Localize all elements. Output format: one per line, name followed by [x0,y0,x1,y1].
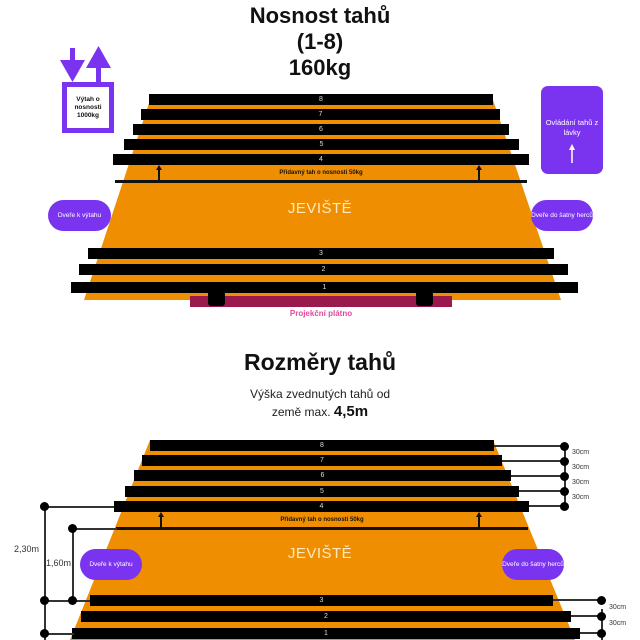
dim-tick [553,599,601,601]
screen-support-left [208,290,225,306]
batten-3-dim: 3 [90,595,553,606]
spacing-label: 30cm [609,604,627,611]
elevator: Výtah o nosnosti 1000kg [58,46,114,134]
batten-8: 8 [149,94,493,105]
batten-6: 6 [133,124,509,135]
subtitle-prefix: země max. [271,405,331,419]
batten-1: 1 [71,282,578,293]
subtitle-line-2: země max. 4,5m [0,403,640,420]
batten-4: 4 [113,154,529,165]
spacing-label: 30cm [572,479,590,486]
door-elevator-button[interactable]: Dveře k výtahu [48,200,111,231]
elevator-arrows-icon [60,46,114,133]
dim-tick [511,475,564,477]
extra-batten-2 [116,527,528,530]
max-height-value: 4,5m [333,403,369,420]
batten-5: 5 [124,139,519,150]
dim-tick-bottom [44,600,90,602]
screen-support-right [416,290,433,306]
dim-line-right-bottom [601,609,603,640]
extra-batten-label-2: Přídavný tah o nosnosti 50kg [280,517,364,523]
batten-8-dim: 8 [150,440,494,451]
dim-dot [597,596,606,605]
dim-dot [560,442,569,451]
spacing-label: 30cm [572,449,590,456]
batten-7-dim: 7 [142,455,502,466]
dim-tick [494,445,564,447]
dim-dot [68,524,77,533]
stage-label: JEVIŠTĚ [287,200,353,217]
arrow-up-icon [569,144,575,163]
dim-tick [502,460,564,462]
dim-tick-inner-top [72,528,117,530]
door-dressing-room-button-2[interactable]: Dveře do šatny herců [502,549,564,580]
control-label: Ovládání tahů z lávky [545,118,599,137]
dim-dot [597,629,606,638]
elevator-label: Výtah o nosnosti 1000kg [74,96,102,119]
spacing-label: 30cm [572,494,590,501]
arrow-up-icon [476,165,482,170]
dim-dot [560,502,569,511]
batten-4-dim: 4 [114,501,529,512]
title-line-3: 160kg [288,55,352,80]
dim-dot [560,472,569,481]
dim-tick-outer-top [44,506,114,508]
dim-tick [529,505,564,507]
arrow-up-icon [476,512,482,517]
dim-dot [560,457,569,466]
lift-line-left [158,168,160,181]
dim-tick-bottom-2 [44,633,74,635]
dim-dot [40,596,49,605]
spacing-label: 30cm [572,464,590,471]
extra-batten [115,180,527,183]
height-inner-label: 1,60m [46,558,72,568]
dim-tick [519,490,564,492]
batten-7: 7 [141,109,500,120]
batten-5-dim: 5 [125,486,519,497]
dim-dot [560,487,569,496]
batten-control-box: Ovládání tahů z lávky [541,86,603,174]
spacing-label: 30cm [609,620,627,627]
extra-batten-label: Přídavný tah o nosnosti 50kg [279,170,363,176]
dim-dot [40,629,49,638]
batten-3: 3 [88,248,554,259]
title-line-1: Nosnost tahů [249,3,391,28]
screen-label: Projekční plátno [289,309,353,318]
dim-line-outer [44,506,46,640]
arrow-up-icon [158,512,164,517]
projection-screen [190,296,452,307]
subtitle-line-1: Výška zvednutých tahů od [249,387,391,401]
dim-dot [597,612,606,621]
lift-line-right-2 [478,515,480,528]
arrow-up-icon [156,165,162,170]
dim-line-inner [72,528,74,601]
lift-line-left-2 [160,515,162,528]
batten-6-dim: 6 [134,470,511,481]
title-line-2: (1-8) [296,29,344,54]
batten-2: 2 [79,264,568,275]
batten-2-dim: 2 [81,611,571,622]
door-elevator-button-2[interactable]: Dveře k výtahu [80,549,142,580]
dim-dot [68,596,77,605]
height-outer-label: 2,30m [14,544,40,554]
dim-tick [580,632,601,634]
door-dressing-room-button[interactable]: Dveře do šatny herců [531,200,593,231]
section2-title: Rozměry tahů [243,349,397,375]
dim-tick [571,615,601,617]
stage-label-2: JEVIŠTĚ [287,545,353,562]
batten-1-dim: 1 [72,628,580,639]
dim-dot [40,502,49,511]
lift-line-right [478,168,480,181]
